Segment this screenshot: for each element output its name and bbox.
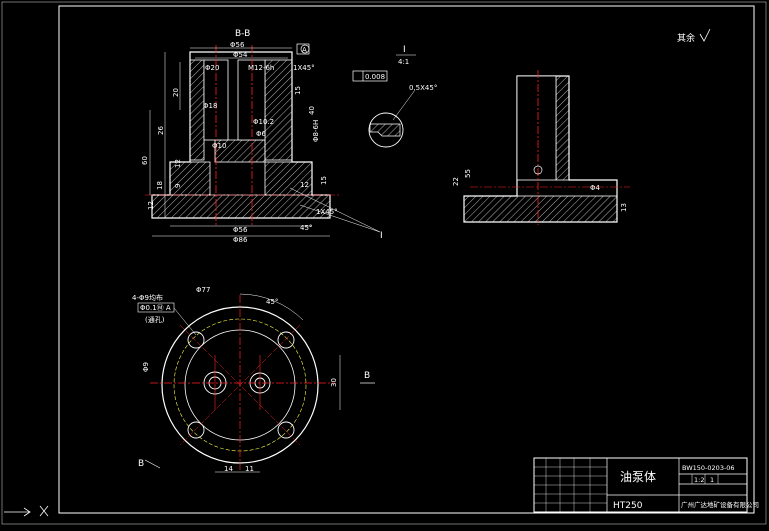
plan-dim-holes: 4-Φ9均布: [132, 293, 163, 302]
plan-dim-angle: 45°: [266, 298, 278, 306]
dim-pin-hole: Φ8-6H: [312, 120, 320, 142]
leader-i-label: I: [380, 231, 383, 241]
dim-h-9: 40: [308, 106, 316, 115]
plan-dim-phi9: Φ9: [142, 362, 150, 372]
roughness-note: 其余: [677, 28, 711, 44]
title-block[interactable]: 油泵体 BW150-0203-06 1:2 1 HT250 广州广达地矿设备有限…: [533, 457, 759, 513]
dim-h-5: 9: [174, 184, 182, 188]
dim-h-7: 18: [156, 181, 164, 190]
plan-dim-position: Φ0.1Ⓜ A: [140, 304, 171, 312]
detail-chamfer: 0.5X45°: [409, 84, 437, 92]
scale-a: 1:2: [694, 476, 704, 484]
roughness-text: 其余: [677, 32, 695, 44]
datum-a-label: A: [302, 46, 307, 54]
dim-bottom-2: Φ86: [233, 236, 248, 244]
plan-dim-dia: Φ77: [196, 286, 210, 294]
section-view-bb[interactable]: B-B Φ56 Φ54 Φ20 M12-6h 1X45° Φ18 Φ10.2 Φ…: [141, 29, 383, 244]
dim-h-1: 20: [172, 88, 180, 97]
detail-scale: 4:1: [398, 58, 409, 66]
dim-thread: M12-6h: [248, 64, 274, 72]
dim-h-2: 26: [157, 126, 165, 135]
part-name: 油泵体: [620, 470, 656, 484]
view-mark-b-left: B: [138, 459, 144, 469]
dim-bore-2: Φ18: [203, 102, 217, 110]
view-mark-b-right: B: [364, 371, 370, 381]
company-name: 广州广达地矿设备有限公司: [681, 500, 759, 509]
dim-chamfer-2: 1X45°: [316, 208, 338, 216]
roughness-symbol-icon: [699, 28, 711, 42]
plan-dim-14: 14: [224, 465, 233, 473]
detail-view-i[interactable]: I 4:1 0.008 0.5X45°: [352, 45, 437, 148]
plan-view[interactable]: Φ77 4-Φ9均布 Φ0.1Ⓜ A (通孔) 45° 30 14 11 Φ9 …: [132, 286, 375, 473]
dim-bore-4: Φ6: [256, 130, 267, 138]
dim-bottom-1: Φ56: [233, 226, 248, 234]
plan-dim-11: 11: [245, 465, 254, 473]
dim-bore-3: Φ10.2: [253, 118, 274, 126]
dim-h-8: 15: [294, 86, 302, 95]
side-view[interactable]: 55 22 13 Φ4: [452, 70, 630, 225]
dim-top-1: Φ56: [230, 41, 245, 49]
material: HT250: [613, 501, 643, 511]
detail-tolerance: 0.008: [365, 73, 385, 81]
side-dim-4: Φ4: [590, 184, 601, 192]
dim-h-10: 15: [320, 176, 328, 185]
plan-dim-30: 30: [330, 378, 338, 387]
dim-bore-5: Φ10: [212, 142, 226, 150]
side-dim-3: 13: [620, 203, 628, 212]
dim-angle-1: 45°: [300, 224, 312, 232]
drawing-number: BW150-0203-06: [682, 464, 735, 472]
plan-dim-through: (通孔): [145, 315, 165, 324]
scale-b: 1: [710, 476, 714, 484]
ucs-icon: [4, 505, 49, 517]
dim-h-11: 12: [300, 181, 309, 189]
dim-top-2: Φ54: [233, 51, 248, 59]
dim-chamfer-1: 1X45°: [293, 64, 315, 72]
side-dim-1: 55: [464, 169, 472, 178]
dim-h-6: 12: [147, 201, 155, 210]
dim-h-3: 60: [141, 156, 149, 165]
dim-h-4: 12: [174, 159, 182, 168]
detail-label: I: [403, 45, 406, 55]
side-dim-2: 22: [452, 177, 460, 186]
dim-bore-1: Φ20: [205, 64, 219, 72]
section-title: B-B: [235, 29, 250, 39]
